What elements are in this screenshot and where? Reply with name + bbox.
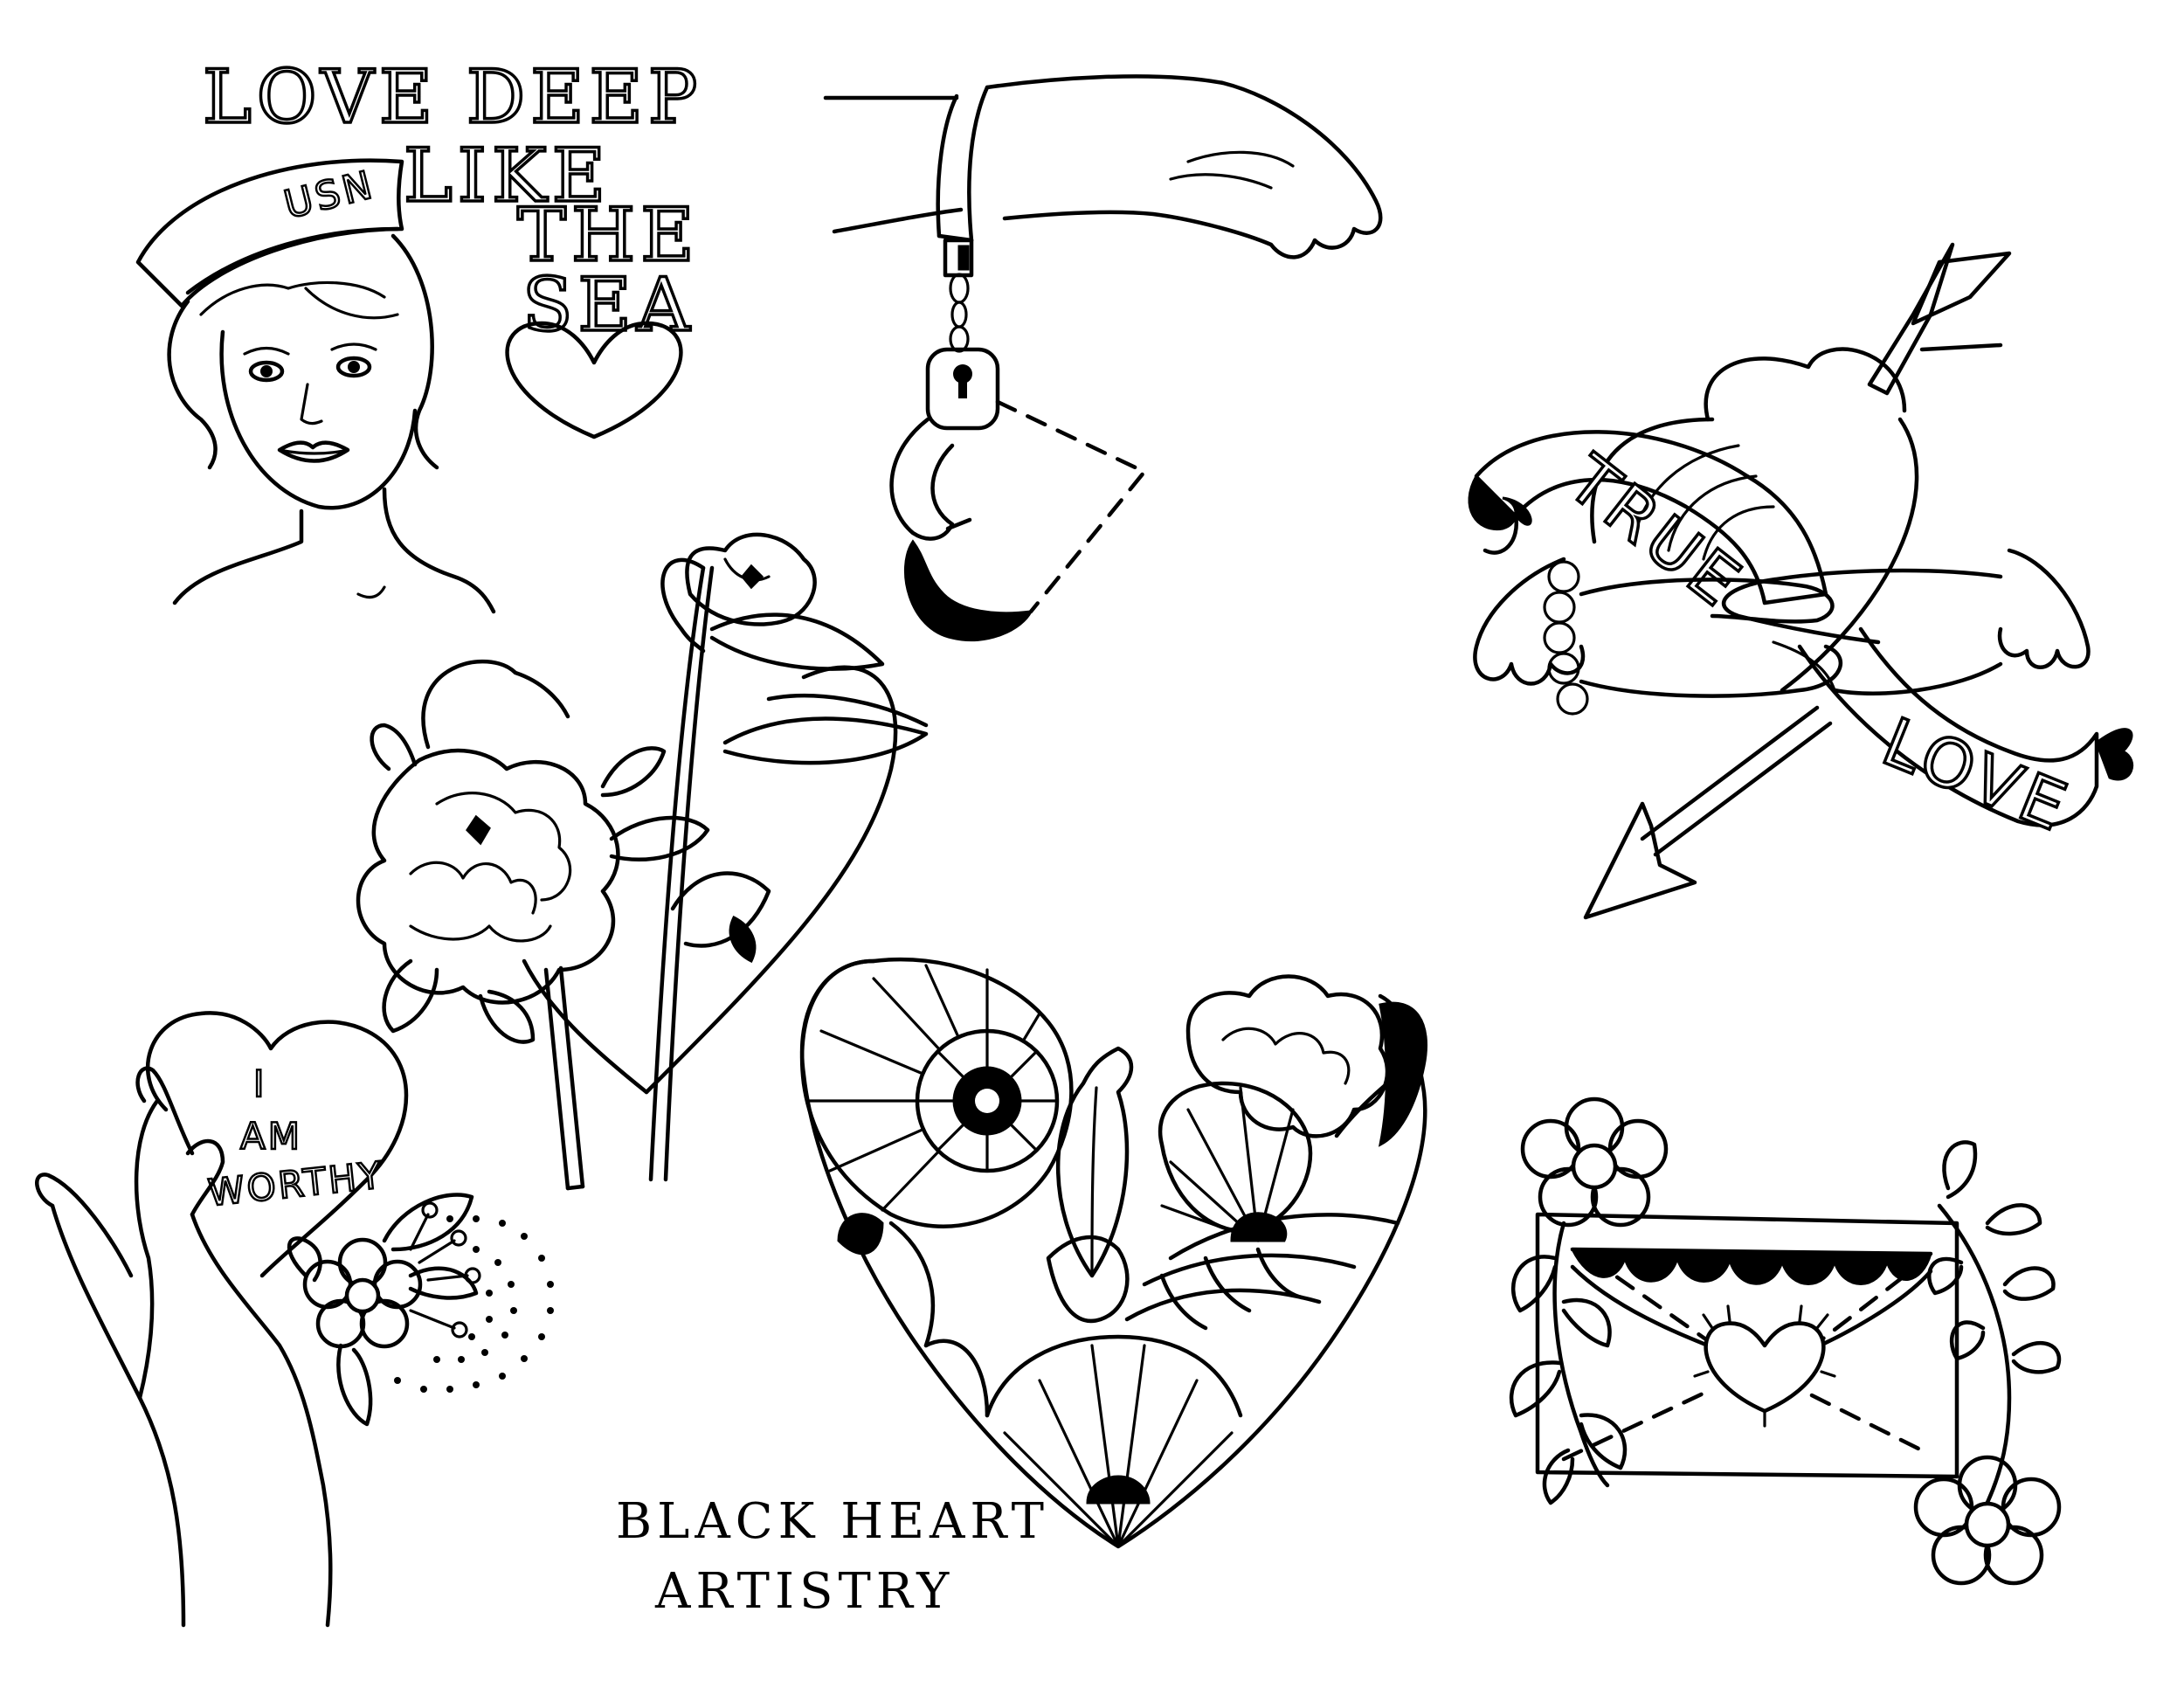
sailor-caption-line-4: SEA	[522, 262, 695, 348]
peony-heart-icon	[356, 532, 929, 1191]
cap-text: USN	[280, 163, 379, 228]
signature: BLACK HEART ARTISTRY	[616, 1493, 1049, 1620]
pearl-bracelet-icon	[1543, 560, 1589, 716]
sailor-caption-line-1: LOVE DEEP	[203, 54, 702, 140]
handcuff-hand-icon	[823, 74, 1383, 642]
signature-line-2: ARTISTRY	[654, 1563, 954, 1620]
heart-message-line-3: WORTHY	[206, 1153, 386, 1214]
dotted-halo-icon	[394, 1215, 554, 1393]
signature-line-1: BLACK HEART	[616, 1493, 1049, 1550]
heart-message-line-2: AM	[240, 1115, 302, 1158]
sailor-caption-line-3: THE	[517, 192, 700, 278]
heart-message-line-1: I	[253, 1062, 266, 1105]
sailor-girl-icon: LOVE DEEP LIKE THE SEA USN	[135, 52, 702, 614]
flower-heart-icon	[799, 957, 1428, 1549]
true-love-banner-icon: TRUE LOVE	[1468, 242, 2134, 920]
banner-bottom-text: LOVE	[1872, 702, 2081, 847]
hand-holding-heart-icon: I AM WORTHY	[35, 1011, 554, 1628]
sailor-caption-line-2: LIKE	[404, 133, 611, 218]
love-letter-envelope-icon	[1509, 1097, 2062, 1586]
